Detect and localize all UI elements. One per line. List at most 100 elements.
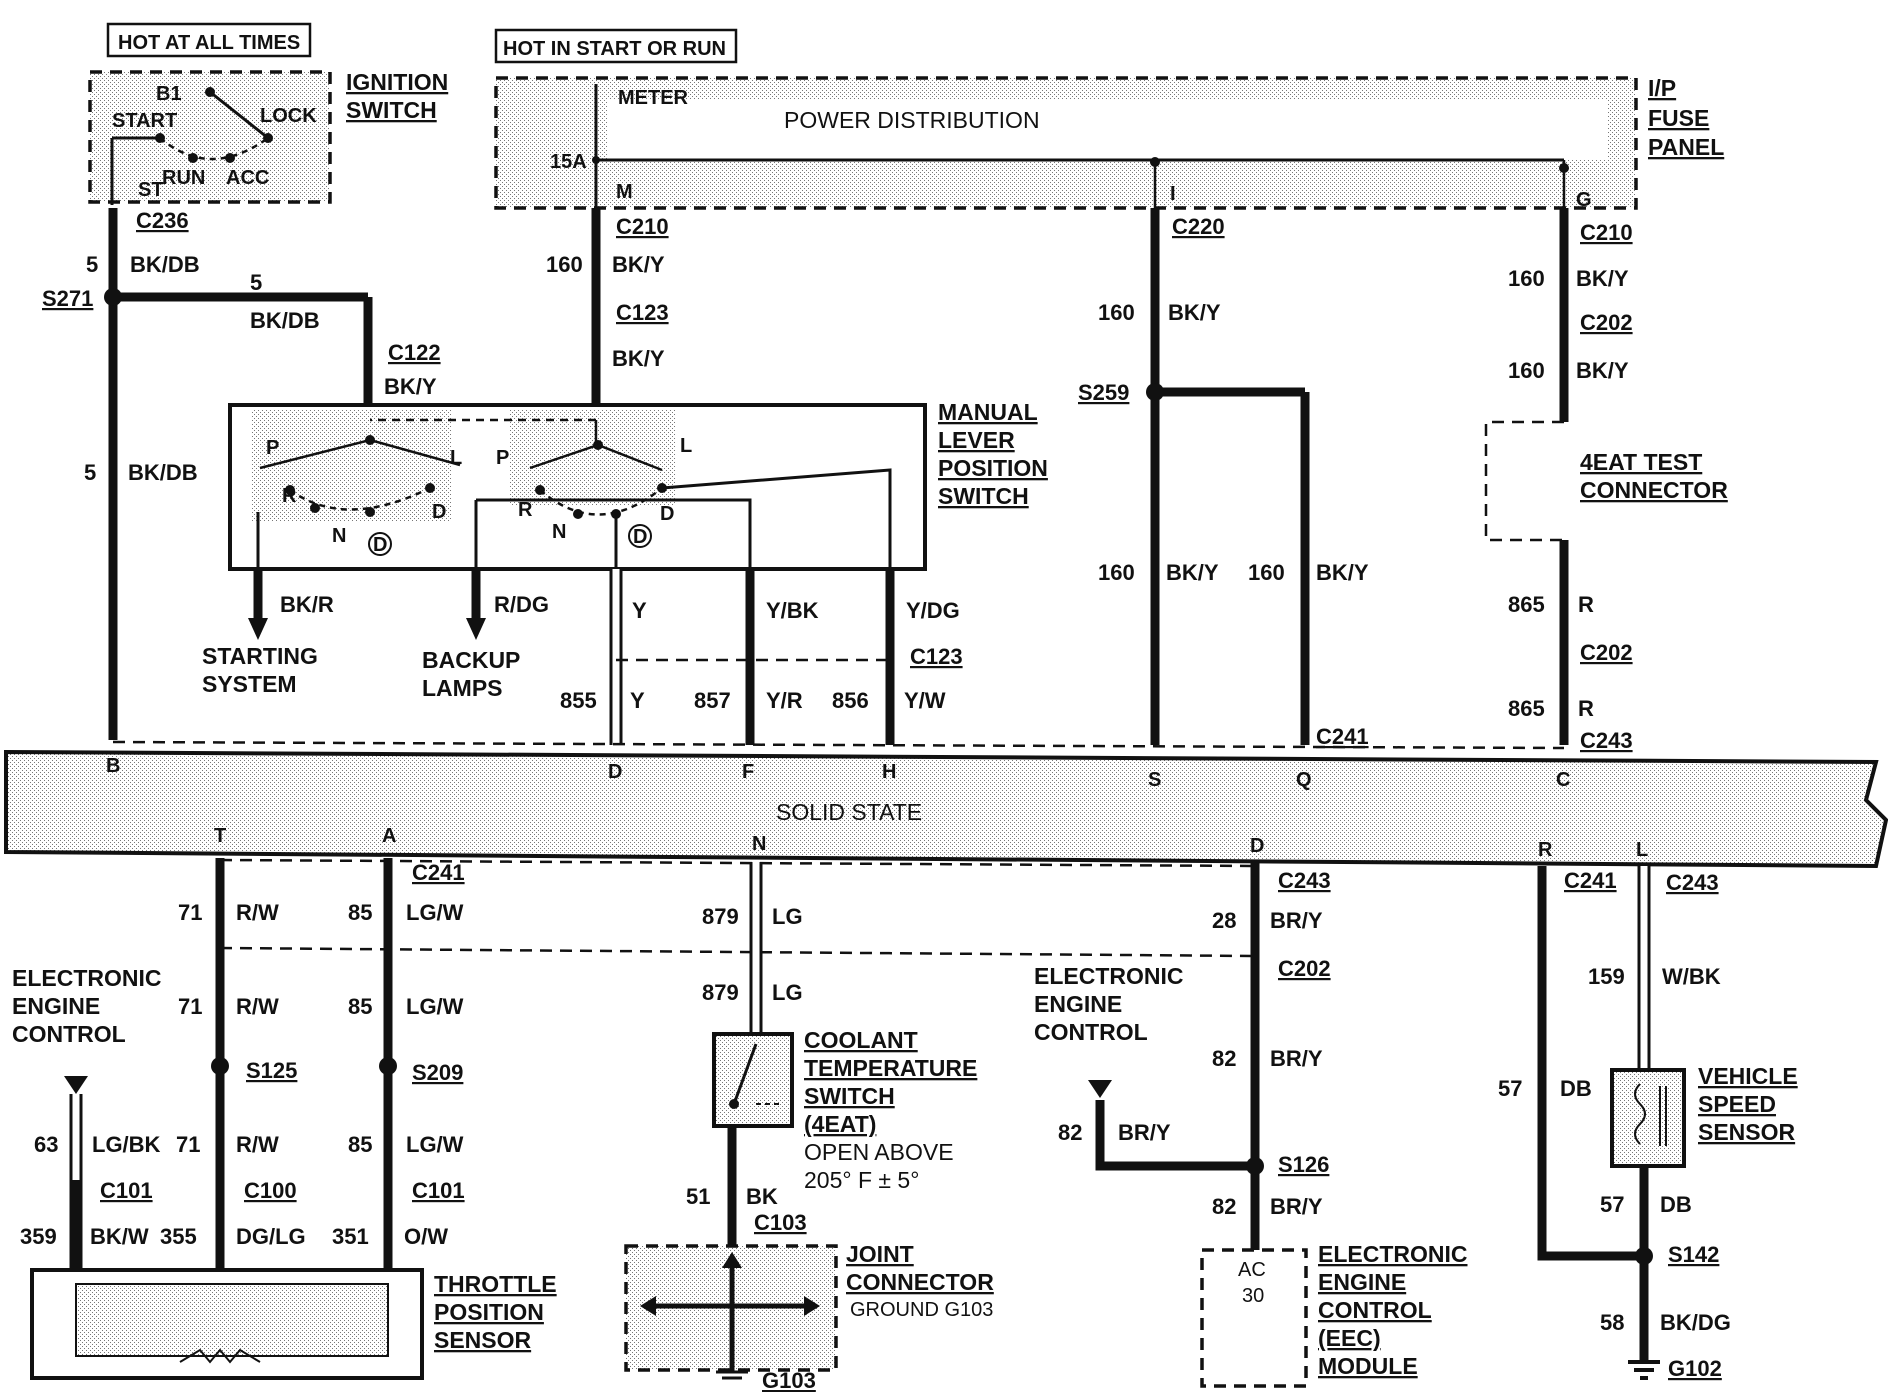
wire-color: W/BK [1662, 964, 1721, 989]
connector-c202: C202 [1278, 956, 1331, 981]
connector-c122: C122 [388, 340, 441, 365]
svg-text:LOCK: LOCK [260, 105, 317, 127]
connector-c101: C101 [412, 1178, 465, 1203]
manual-lever-title-3: POSITION [938, 455, 1048, 481]
svg-text:B: B [106, 755, 120, 777]
wire-color: DB [1560, 1076, 1592, 1101]
wire-color: BK/DG [1660, 1310, 1731, 1335]
wire-number: 63 [34, 1132, 58, 1157]
ignition-switch: B1 START LOCK ST RUN ACC [88, 70, 332, 205]
svg-text:ACC: ACC [226, 167, 269, 189]
wire-number: 71 [178, 994, 202, 1019]
wire-number: 359 [20, 1224, 57, 1249]
wire-number: 5 [86, 252, 98, 277]
svg-text:D: D [1250, 835, 1264, 857]
wire-number: 58 [1600, 1310, 1624, 1335]
fuse-panel-title-1: I/P [1648, 75, 1676, 101]
wire-color: BK/W [90, 1224, 149, 1249]
svg-text:RUN: RUN [162, 167, 205, 189]
connector-c210: C210 [616, 214, 669, 239]
bottom-connector-c241-c243 [219, 858, 1256, 868]
joint-connector-g103 [624, 1244, 838, 1380]
wire-number: 351 [332, 1224, 369, 1249]
bottom-connector-c202 [219, 946, 1256, 958]
wire-rw-circuit-71 [211, 858, 229, 1270]
eec-input-arrow [1088, 1080, 1112, 1098]
backup-lamps-label-1: BACKUP [422, 647, 520, 673]
splice-s142: S142 [1668, 1242, 1719, 1267]
wire-color: Y/R [766, 688, 803, 713]
svg-text:P: P [266, 437, 279, 459]
throttle-position-sensor [30, 1268, 424, 1380]
connector-c241: C241 [412, 860, 465, 885]
eec-module-title-4: (EEC) [1318, 1325, 1381, 1351]
hot-at-all-times-tag: HOT AT ALL TIMES [106, 22, 312, 58]
svg-text:D: D [432, 501, 446, 523]
4eat-test-connector [1484, 420, 1564, 542]
svg-text:G: G [1576, 189, 1592, 211]
svg-text:Q: Q [1296, 769, 1312, 791]
connector-c100: C100 [244, 1178, 297, 1203]
connector-c241: C241 [1564, 868, 1617, 893]
svg-text:L: L [1636, 839, 1648, 861]
splice-s259: S259 [1078, 380, 1129, 405]
joint-connector-title-2: CONNECTOR [846, 1269, 994, 1295]
wire-number: 160 [1248, 560, 1285, 585]
vss-title-2: SPEED [1698, 1091, 1776, 1117]
cts-title-1: COOLANT [804, 1027, 918, 1053]
wire-color: DG/LG [236, 1224, 306, 1249]
svg-text:HOT AT ALL TIMES: HOT AT ALL TIMES [118, 32, 300, 54]
wire-number: 865 [1508, 696, 1545, 721]
wire-number: 865 [1508, 592, 1545, 617]
splice-s271: S271 [42, 286, 93, 311]
connector-c202: C202 [1580, 640, 1633, 665]
wire-number: 85 [348, 994, 372, 1019]
wire-color: DB [1660, 1192, 1692, 1217]
connector-c243: C243 [1580, 728, 1633, 753]
starting-system-label-2: SYSTEM [202, 671, 297, 697]
svg-text:I: I [1170, 183, 1176, 205]
svg-text:N: N [752, 833, 766, 855]
svg-text:L: L [450, 447, 462, 469]
svg-text:T: T [214, 825, 226, 847]
tps-title-3: SENSOR [434, 1327, 532, 1353]
eec-label-3: CONTROL [12, 1021, 126, 1047]
wire-number: 57 [1498, 1076, 1522, 1101]
wire-number: 28 [1212, 908, 1236, 933]
wire-bry-circuit-28-82 [1095, 862, 1264, 1250]
wire-color: R/W [236, 994, 279, 1019]
solid-state-module: SOLID STATE B D F H S Q C T A N D R L [4, 749, 1888, 869]
wire-bky-circuit-160-i [1146, 208, 1310, 745]
wire-lgw-circuit-85 [379, 858, 397, 1270]
svg-text:F: F [742, 761, 754, 783]
eec2-label-2: ENGINE [1034, 991, 1122, 1017]
svg-text:N: N [552, 521, 566, 543]
wire-color: BK/DB [250, 308, 320, 333]
cts-title-2: TEMPERATURE [804, 1055, 977, 1081]
ground-symbol-g102 [1628, 1360, 1660, 1380]
cts-title-4: (4EAT) [804, 1111, 876, 1137]
wire-number: 857 [694, 688, 731, 713]
svg-text:P: P [496, 447, 509, 469]
wire-color: BK/DB [128, 460, 198, 485]
wire-color: BR/Y [1118, 1120, 1171, 1145]
manual-lever-title-1: MANUAL [938, 399, 1038, 425]
splice-s125: S125 [246, 1058, 297, 1083]
svg-text:B1: B1 [156, 83, 182, 105]
wire-color: Y/BK [766, 598, 819, 623]
svg-text:START: START [112, 110, 177, 132]
connector-c243: C243 [1278, 868, 1331, 893]
wire-number: 5 [84, 460, 96, 485]
wire-color: Y/DG [906, 598, 960, 623]
hot-in-start-or-run-tag: HOT IN START OR RUN [494, 28, 738, 64]
svg-text:R: R [1538, 839, 1553, 861]
manual-lever-position-switch: P R N D L P R N D L D D [228, 403, 927, 600]
wire-color: LG [772, 980, 803, 1005]
vss-title-1: VEHICLE [1698, 1063, 1798, 1089]
fuse-panel-title-3: PANEL [1648, 134, 1724, 160]
svg-text:R: R [518, 499, 533, 521]
wire-number: 160 [1508, 358, 1545, 383]
coolant-temperature-switch [712, 1032, 794, 1128]
wire-number: 160 [1098, 560, 1135, 585]
wire-db-circuit-57 [1537, 866, 1653, 1360]
